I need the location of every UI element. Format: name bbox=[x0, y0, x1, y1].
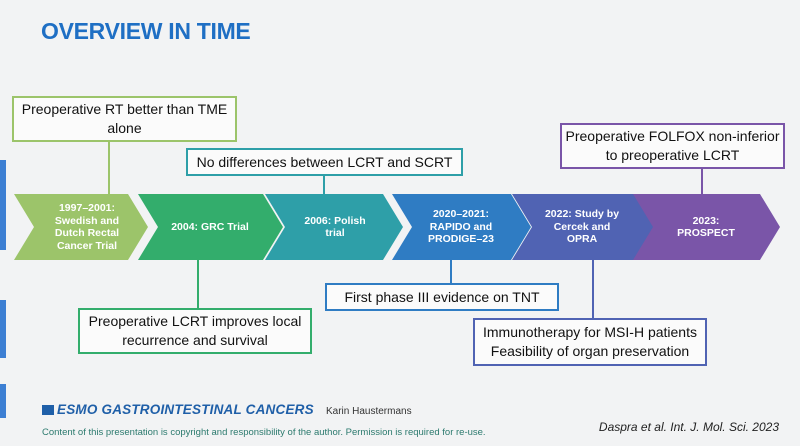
callout-line: Preoperative RT better than TME bbox=[21, 101, 228, 117]
chevron-label-line: 1997–2001: bbox=[58, 202, 116, 214]
callout-folfox: Preoperative FOLFOX non-inferior to preo… bbox=[560, 123, 785, 169]
left-accent-bar bbox=[0, 160, 6, 250]
chevron-1997 bbox=[14, 194, 148, 260]
chevron-label-line: Cancer Trial bbox=[56, 239, 118, 252]
chevron-2023 bbox=[633, 194, 780, 260]
citation-journal: Int. J. Mol. Sci. bbox=[670, 420, 749, 434]
callout-line: Feasibility of organ preservation bbox=[490, 343, 690, 359]
callout-rt-vs-tme: Preoperative RT better than TME alone bbox=[12, 96, 237, 142]
slide-title: OVERVIEW IN TIME bbox=[41, 18, 251, 44]
connector-line bbox=[197, 260, 199, 308]
chevron-label-2023: 2023: PROSPECT bbox=[656, 196, 756, 258]
chevron-label-line: 2006: Polish bbox=[304, 214, 366, 227]
callout-tnt: First phase III evidence on TNT bbox=[325, 283, 559, 311]
connector-line bbox=[450, 260, 452, 283]
chevron-label-line: 2023: bbox=[692, 214, 720, 227]
callout-line: First phase III evidence on TNT bbox=[344, 288, 540, 305]
chevron-label-line: PROSPECT bbox=[677, 227, 735, 239]
callout-line: Immunotherapy for MSI-H patients bbox=[483, 324, 697, 340]
logo-mark-icon bbox=[42, 404, 54, 415]
chevron-label-line: 2020–2021: bbox=[432, 208, 490, 221]
callout-line: No differences between LCRT and SCRT bbox=[196, 153, 453, 170]
chevron-label-line: 2022: Study by bbox=[544, 208, 620, 221]
chevron-label-line: Dutch Rectal bbox=[54, 227, 120, 239]
chevron-label-line: OPRA bbox=[566, 233, 598, 246]
connector-line bbox=[108, 142, 110, 194]
connector-line bbox=[323, 176, 325, 194]
author-name: Karin Haustermans bbox=[326, 406, 412, 417]
chevron-label-2020: 2020–2021: RAPIDO and PRODIGE–23 bbox=[412, 196, 510, 258]
chevron-label-line: Swedish and bbox=[54, 214, 120, 227]
logo-text: ESMO GASTROINTESTINAL CANCERS bbox=[57, 402, 314, 417]
chevron-label-2022: 2022: Study by Cercek and OPRA bbox=[532, 196, 632, 258]
callout-line: to preoperative LCRT bbox=[605, 147, 740, 163]
callout-line: Preoperative LCRT improves local bbox=[88, 313, 302, 329]
chevron-2020 bbox=[392, 194, 531, 260]
citation-year: 2023 bbox=[748, 420, 779, 434]
chevron-label-1997: 1997–2001: Swedish and Dutch Rectal Canc… bbox=[38, 196, 136, 258]
connector-line bbox=[592, 260, 594, 318]
chevron-label-2006: 2006: Polish trial bbox=[288, 196, 382, 258]
esmo-logo: ESMO GASTROINTESTINAL CANCERS bbox=[42, 402, 314, 417]
copyright-notice: Content of this presentation is copyrigh… bbox=[42, 427, 486, 438]
chevron-label-line: PRODIGE–23 bbox=[428, 233, 494, 246]
chevron-label-line: trial bbox=[325, 227, 345, 239]
left-accent-bar bbox=[0, 384, 6, 418]
left-accent-bar bbox=[0, 300, 6, 358]
connector-line bbox=[701, 169, 703, 194]
callout-immunotherapy: Immunotherapy for MSI-H patients Feasibi… bbox=[473, 318, 707, 366]
chevron-label-line: Cercek and bbox=[553, 220, 611, 233]
callout-lcrt-vs-scrt: No differences between LCRT and SCRT bbox=[186, 148, 463, 176]
chevron-label-line: RAPIDO and bbox=[429, 220, 493, 233]
chevron-2022 bbox=[512, 194, 654, 260]
callout-lcrt-local-recurrence: Preoperative LCRT improves local recurre… bbox=[78, 308, 312, 354]
citation-authors: Daspra et al. bbox=[598, 420, 671, 434]
chevron-label-line: 2004: GRC Trial bbox=[171, 220, 249, 233]
chevron-2004 bbox=[138, 194, 283, 260]
callout-line: Preoperative FOLFOX non-inferior bbox=[565, 128, 780, 144]
chevron-label-2004: 2004: GRC Trial bbox=[160, 196, 260, 258]
callout-line: alone bbox=[107, 120, 142, 136]
callout-line: recurrence and survival bbox=[122, 332, 268, 348]
chevron-2006 bbox=[265, 194, 403, 260]
citation: Daspra et al. Int. J. Mol. Sci. 2023 bbox=[599, 420, 779, 434]
